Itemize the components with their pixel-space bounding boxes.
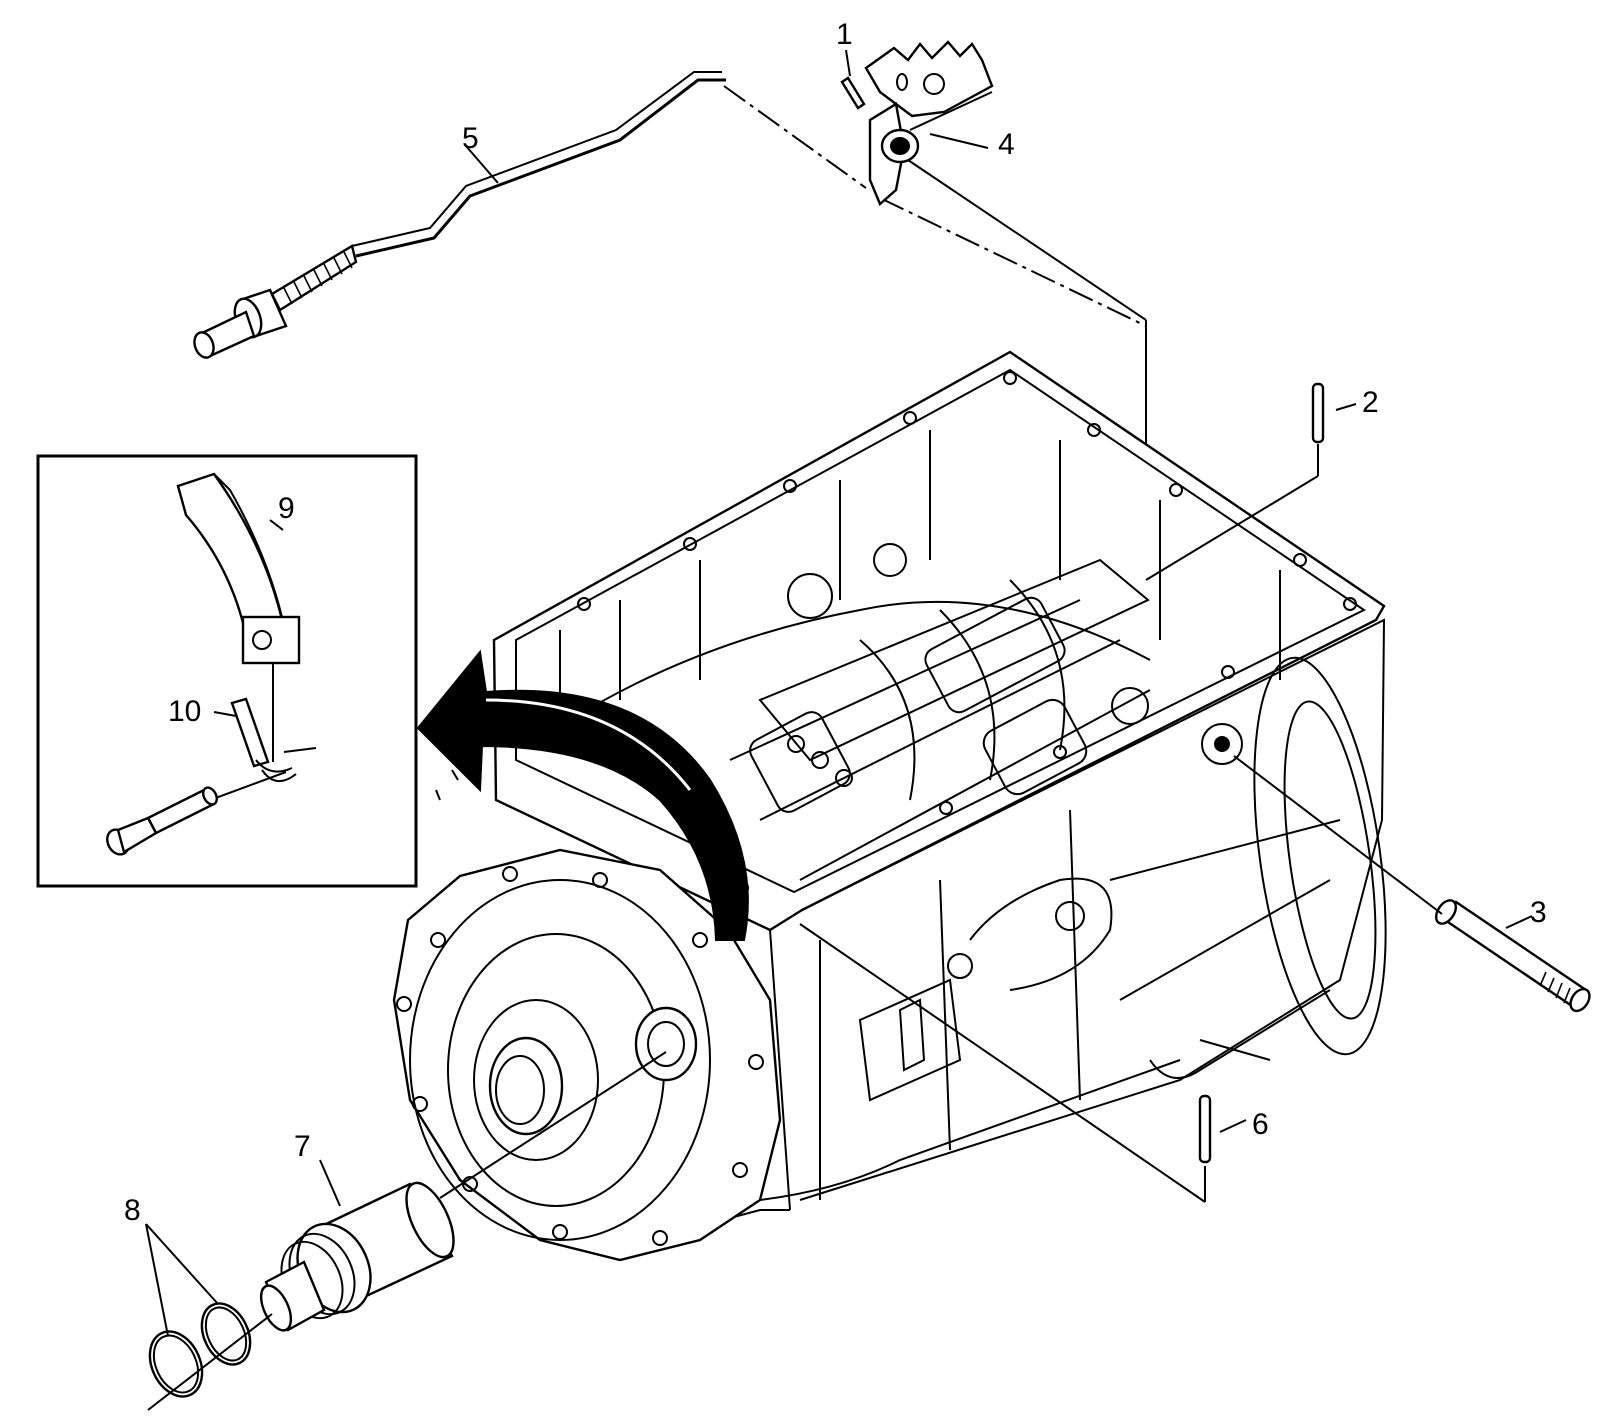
callout-10: 10 [168,695,201,728]
o-rings-part-8: 8 [124,1194,273,1411]
callout-7: 7 [294,1130,311,1163]
clip-part-10 [230,697,317,782]
callout-6: 6 [1252,1108,1269,1141]
callout-9: 9 [278,492,295,525]
rod-threads [270,244,358,312]
shift-rod-part-5: 5 [193,71,726,359]
bell-housing [392,848,782,1262]
callout-3: 3 [1530,896,1547,929]
spring-pin-part-1: 1 [836,18,866,110]
detent-lever-part-4: 4 [864,40,1015,207]
pin-part-roller [106,786,218,856]
shaft-part-3: 3 [1233,755,1591,1013]
pin-part-6: 6 [799,923,1269,1203]
callout-1: 1 [836,18,853,51]
transmission-case [392,350,1387,1262]
callout-8: 8 [124,1194,141,1227]
rotation-arrow [416,649,749,941]
detail-inset: 9 10 [36,454,418,888]
sleeve-part-7: 7 [259,1051,667,1332]
pin-part-2: 2 [1145,382,1379,581]
detent-spring-part-9 [176,472,301,665]
callout-4: 4 [998,128,1015,161]
callout-2: 2 [1362,386,1379,419]
callout-5: 5 [462,122,479,155]
